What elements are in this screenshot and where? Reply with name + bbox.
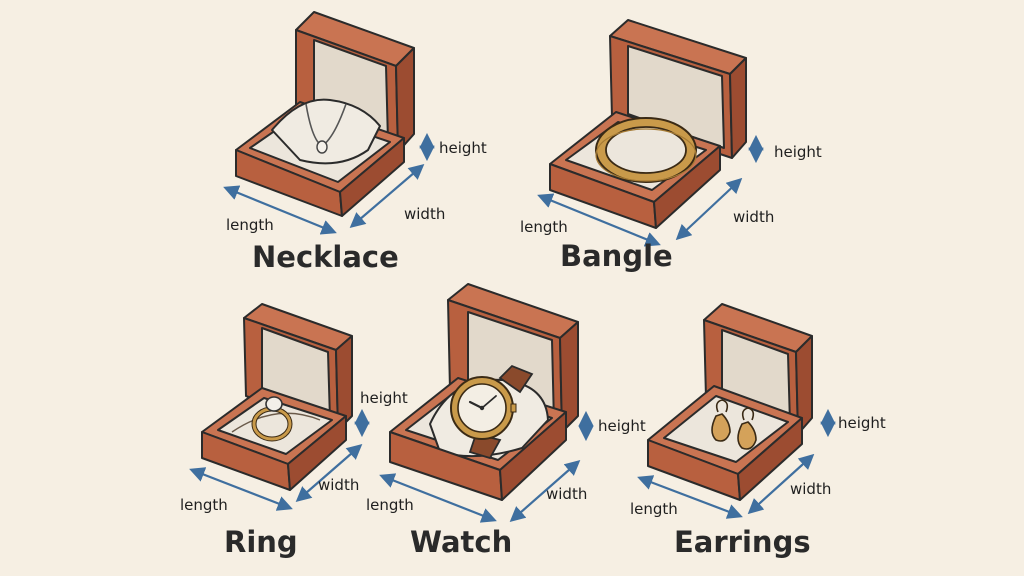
earrings-box — [647, 303, 813, 501]
ring-width-label: width — [318, 476, 359, 494]
watch-width-arrow — [509, 459, 581, 523]
ring-title: Ring — [224, 525, 298, 559]
bangle-width-label: width — [733, 208, 774, 226]
necklace-width-arrow — [349, 163, 425, 229]
necklace-height-label: height — [439, 139, 487, 157]
earrings-width-label: width — [790, 480, 831, 498]
watch-height-label: height — [598, 417, 646, 435]
watch-box — [389, 283, 579, 501]
necklace-length-arrow — [223, 185, 337, 235]
earrings-length-label: length — [630, 500, 678, 518]
watch-length-label: length — [366, 496, 414, 514]
earrings-length-arrow — [637, 475, 743, 519]
bangle-width-arrow — [675, 177, 743, 241]
ring-width-arrow — [295, 443, 363, 503]
bangle-box — [549, 19, 747, 229]
bangle-title: Bangle — [560, 239, 673, 273]
necklace-title: Necklace — [252, 240, 399, 274]
ring-dimensions: length width height Ring — [180, 389, 408, 559]
bangle-dimensions: length width height Bangle — [520, 134, 822, 273]
necklace-box — [235, 11, 415, 217]
bangle-length-label: length — [520, 218, 568, 236]
ring-height-label: height — [360, 389, 408, 407]
earrings-title: Earrings — [674, 525, 811, 559]
ring-length-label: length — [180, 496, 228, 514]
ring-length-arrow — [189, 467, 293, 511]
bangle-height-label: height — [774, 143, 822, 161]
earrings-width-arrow — [747, 453, 815, 515]
necklace-length-label: length — [226, 216, 274, 234]
watch-length-arrow — [379, 473, 497, 523]
necklace-width-label: width — [404, 205, 445, 223]
watch-width-label: width — [546, 485, 587, 503]
watch-title: Watch — [410, 525, 512, 559]
bangle-length-arrow — [537, 193, 661, 247]
earrings-dimensions: length width height Earrings — [630, 408, 886, 559]
ring-box — [201, 303, 353, 491]
watch-dimensions: length width height Watch — [366, 410, 646, 559]
earrings-height-label: height — [838, 414, 886, 432]
necklace-dimensions: length width height Necklace — [223, 132, 487, 274]
